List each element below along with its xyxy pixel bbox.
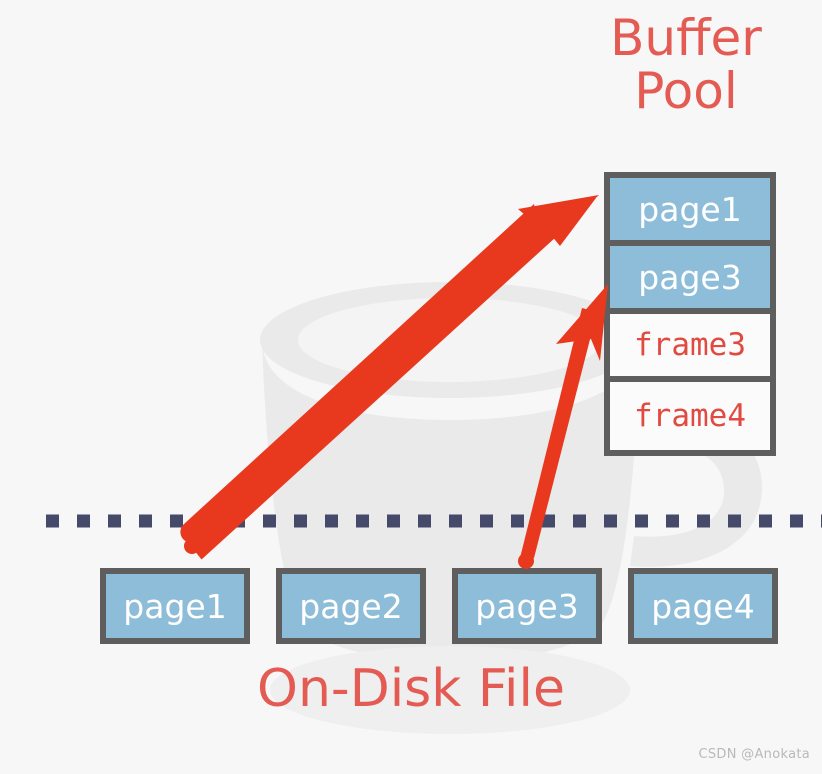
disk-page-3[interactable]: page4 (628, 568, 778, 644)
on-disk-page-row: page1 page2 page3 page4 (100, 568, 780, 644)
disk-page-label: page3 (475, 586, 579, 626)
on-disk-file-caption: On-Disk File (257, 659, 565, 719)
disk-page-1[interactable]: page2 (276, 568, 426, 644)
disk-page-label: page2 (299, 586, 403, 626)
disk-page-label: page4 (651, 586, 755, 626)
buffer-slot-label: page1 (638, 189, 742, 229)
page1-load-arrow (180, 195, 599, 560)
buffer-slot-2[interactable]: frame3 (610, 314, 770, 382)
buffer-slot-0[interactable]: page1 (610, 178, 770, 246)
buffer-slot-1[interactable]: page3 (610, 246, 770, 314)
buffer-pool-title: Buffer Pool (610, 9, 762, 120)
buffer-slot-3[interactable]: frame4 (610, 382, 770, 450)
buffer-slot-label: page3 (638, 257, 742, 297)
buffer-slot-label: frame4 (634, 397, 746, 434)
disk-page-0[interactable]: page1 (100, 568, 250, 644)
memory-disk-boundary-line (46, 514, 822, 528)
csdn-watermark: CSDN @Anokata (698, 747, 810, 762)
disk-page-label: page1 (123, 586, 227, 626)
buffer-pool-stack: page1 page3 frame3 frame4 (604, 172, 776, 456)
buffer-slot-label: frame3 (634, 326, 746, 363)
disk-page-2[interactable]: page3 (452, 568, 602, 644)
